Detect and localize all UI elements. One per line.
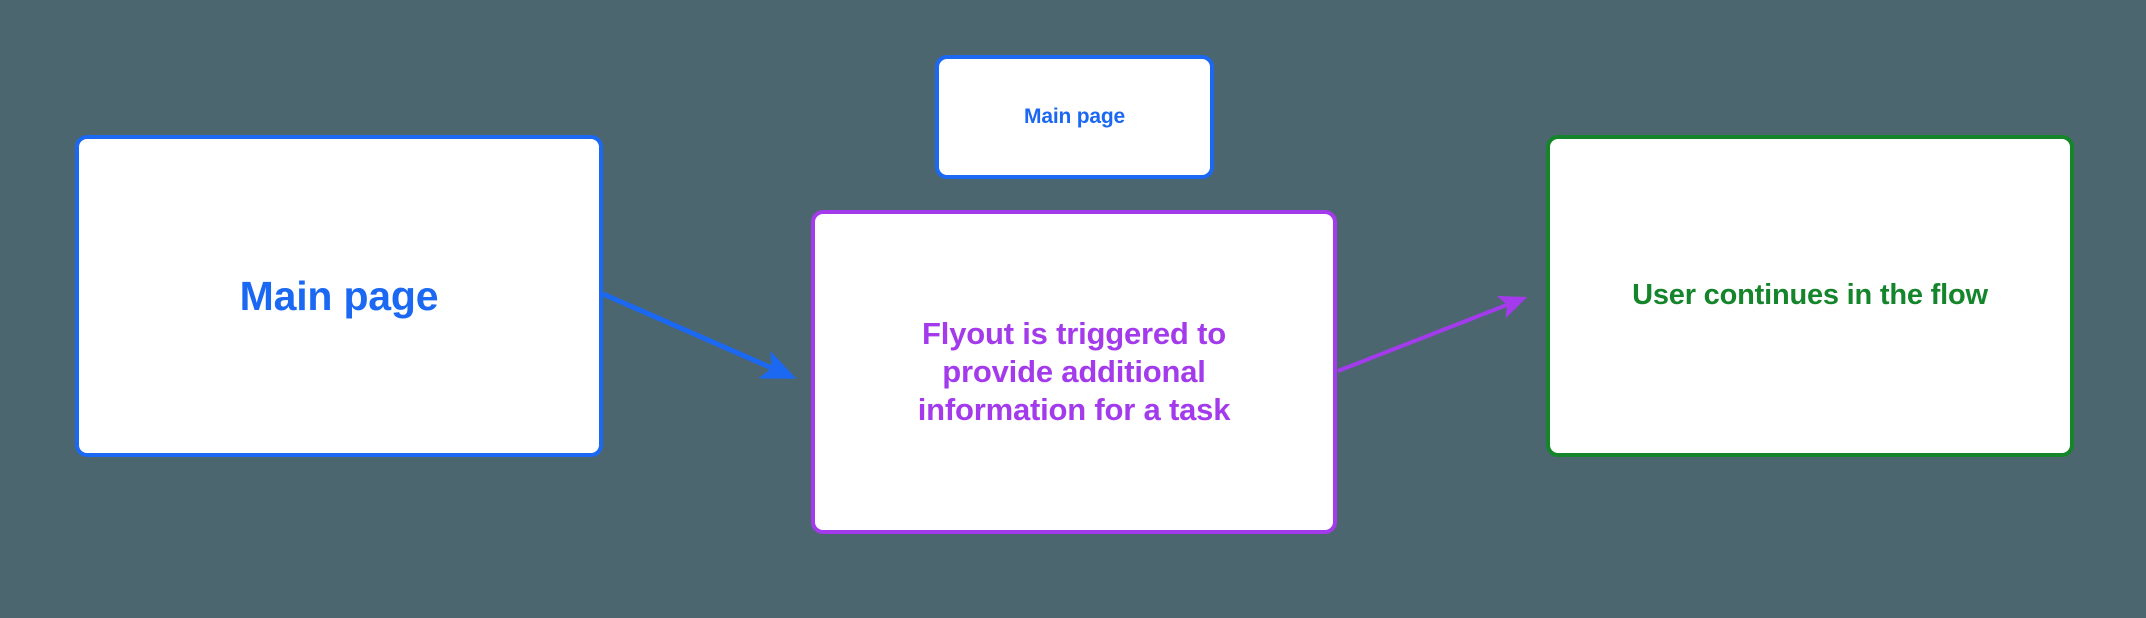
node-main-page[interactable]: Main page [75, 135, 603, 457]
connector-flyout-to-user-continues [1337, 295, 1528, 373]
node-user-continues-label: User continues in the flow [1632, 279, 1988, 312]
node-user-continues[interactable]: User continues in the flow [1546, 135, 2074, 457]
node-main-page-label: Main page [239, 272, 439, 319]
connector-main-page-to-flyout [601, 291, 797, 379]
node-main-page-small[interactable]: Main page [935, 55, 1214, 179]
node-flyout-label: Flyout is triggered to provide additiona… [917, 316, 1231, 427]
node-main-page-small-label: Main page [1024, 105, 1125, 129]
node-flyout[interactable]: Flyout is triggered to provide additiona… [811, 210, 1337, 534]
